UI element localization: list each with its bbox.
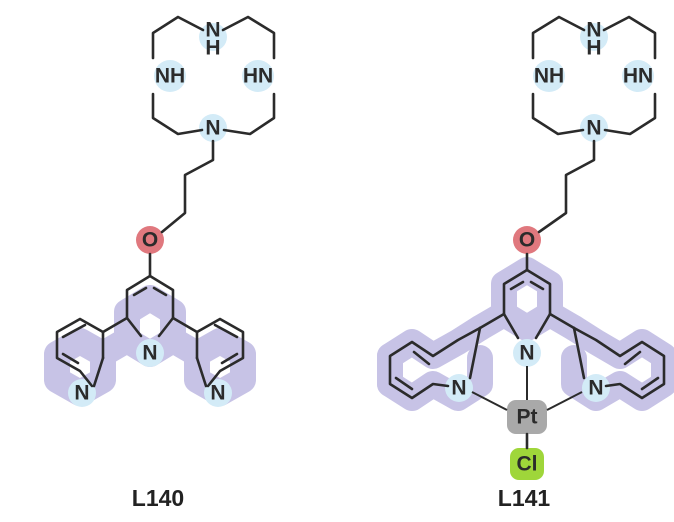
n-top-highlight (199, 23, 227, 51)
atom-n-right: N (588, 377, 603, 400)
coordination-bonds (471, 366, 583, 411)
nh-left-highlight (154, 60, 186, 92)
atom-n-center: N (142, 342, 157, 365)
atom-n-top: N (586, 19, 601, 42)
atom-n-left: N (74, 382, 89, 405)
n-center-highlight (513, 339, 541, 367)
oxygen-highlight (136, 226, 164, 254)
n-top-highlight (580, 23, 608, 51)
chlorine-highlight (510, 448, 544, 480)
nh-left-highlight (533, 60, 565, 92)
n-left-highlight (445, 374, 473, 402)
n-bottom-highlight (580, 114, 608, 142)
atom-oxygen: O (519, 229, 535, 252)
atom-nh-left: NH (155, 65, 185, 88)
molecule-label: L140 (132, 485, 184, 511)
atom-n-left: N (451, 377, 466, 400)
platinum-highlight (507, 400, 547, 434)
n-right-highlight (204, 379, 232, 407)
molecule-label: L141 (498, 485, 551, 511)
n-right-highlight (582, 374, 610, 402)
oxygen-highlight (513, 226, 541, 254)
hn-right-highlight (242, 60, 274, 92)
atom-hn-right: HN (243, 65, 273, 88)
atom-chlorine: Cl (517, 453, 538, 476)
hn-right-highlight (622, 60, 654, 92)
atom-hn-right: HN (623, 65, 653, 88)
atom-nh-left: NH (534, 65, 564, 88)
n-center-highlight (136, 339, 164, 367)
atom-n-bottom: N (205, 117, 220, 140)
atom-n-top: N (205, 19, 220, 42)
molecule-l140: N H NH HN N O N N N L140 (44, 15, 276, 511)
atom-h-top: H (205, 37, 220, 60)
atom-oxygen: O (142, 229, 158, 252)
n-left-highlight (68, 379, 96, 407)
atom-platinum: Pt (517, 406, 538, 429)
atom-n-center: N (519, 342, 534, 365)
bonds (55, 15, 276, 388)
atom-h-top: H (586, 37, 601, 60)
atom-n-bottom: N (586, 117, 601, 140)
bonds (388, 15, 666, 450)
molecule-l141: N H NH HN N O N N N Pt Cl L141 (377, 15, 674, 511)
atom-n-right: N (210, 382, 225, 405)
n-bottom-highlight (199, 114, 227, 142)
